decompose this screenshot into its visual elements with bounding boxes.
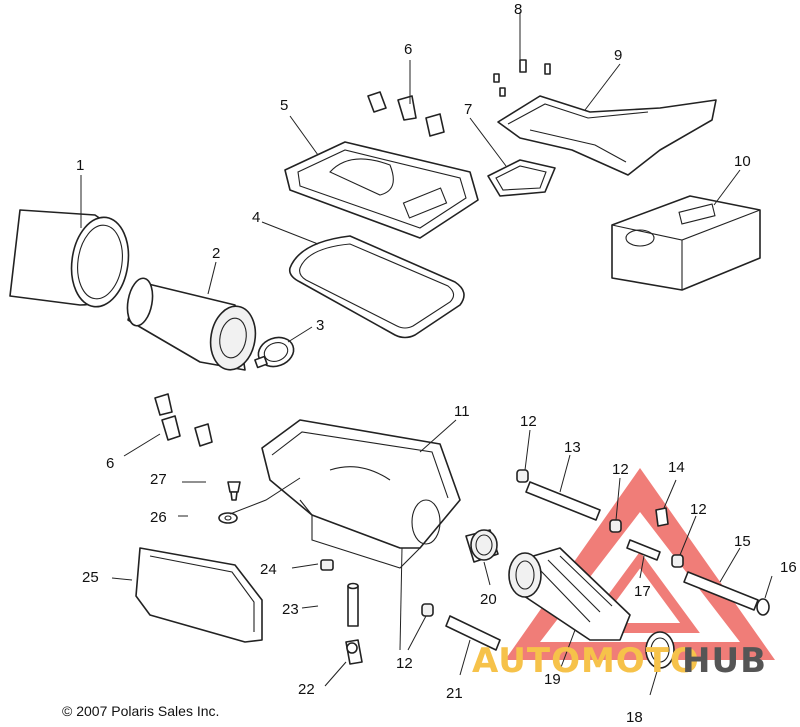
part-10-foam-block (611, 195, 761, 291)
part-21-tube (445, 615, 501, 651)
label-8: 8 (514, 1, 522, 18)
label-25: 25 (82, 569, 99, 586)
part-11-airbox-base (261, 419, 461, 569)
part-19-outlet-boot (508, 547, 631, 641)
label-18: 18 (626, 709, 643, 726)
label-6-top: 6 (404, 41, 412, 58)
label-12-b: 12 (612, 461, 629, 478)
part-26-washer (218, 512, 238, 524)
part-13-tube (525, 481, 601, 521)
part-14-clip (655, 507, 669, 527)
part-6-latches-top (367, 91, 445, 137)
part-18-clamp (645, 631, 675, 669)
part-5-airbox-cover (284, 141, 479, 239)
part-22-drain-valve (345, 639, 363, 665)
watermark-logo (505, 468, 775, 660)
label-12-a: 12 (520, 413, 537, 430)
part-2-air-filter (126, 277, 257, 371)
part-15-tube (683, 571, 759, 611)
label-10: 10 (734, 153, 751, 170)
part-6-latches-bottom (154, 393, 213, 447)
label-14: 14 (668, 459, 685, 476)
label-11: 11 (454, 403, 470, 420)
label-13: 13 (564, 439, 581, 456)
watermark-inner-triangle (580, 551, 700, 633)
label-12-c: 12 (690, 501, 707, 518)
part-24-plug (320, 559, 334, 571)
watermark-text-right: HUB (682, 641, 767, 681)
part-16-clamp (756, 598, 770, 616)
part-3-clamp (254, 336, 295, 369)
watermark-text: AUTOMOTO HUB (472, 641, 767, 681)
part-1-pre-filter (9, 209, 130, 308)
leader-lines (80, 12, 773, 696)
label-7: 7 (464, 101, 472, 118)
watermark-text-left: AUTOMOTO (472, 641, 700, 681)
part-23-drain-tube (347, 582, 359, 627)
copyright-text: © 2007 Polaris Sales Inc. (62, 703, 219, 719)
label-19: 19 (544, 671, 561, 688)
callout-labels: 1 2 3 4 5 6 6 7 8 9 10 11 12 12 12 12 13… (76, 1, 797, 726)
label-22: 22 (298, 681, 315, 698)
watermark-triangle (505, 468, 775, 660)
label-21: 21 (446, 685, 463, 702)
label-23: 23 (282, 601, 299, 618)
part-17-tube (626, 539, 661, 561)
label-1: 1 (76, 157, 84, 174)
part-9-intake-duct (497, 95, 717, 176)
part-4-gasket (288, 235, 465, 339)
part-8-screws (493, 59, 551, 97)
label-3: 3 (316, 317, 324, 334)
label-20: 20 (480, 591, 497, 608)
part-27-rivet (227, 481, 241, 501)
label-15: 15 (734, 533, 751, 550)
part-20-coupler (465, 529, 499, 563)
label-27: 27 (150, 471, 167, 488)
label-9: 9 (614, 47, 622, 64)
part-25-pad (135, 547, 263, 643)
label-6-bottom: 6 (106, 455, 114, 472)
part-12-grommets (421, 469, 684, 617)
part-7-intake-grille (487, 159, 556, 197)
label-17: 17 (634, 583, 651, 600)
label-4: 4 (252, 209, 260, 226)
label-26: 26 (150, 509, 167, 526)
label-2: 2 (212, 245, 220, 262)
label-5: 5 (280, 97, 288, 114)
label-24: 24 (260, 561, 277, 578)
label-12-d: 12 (396, 655, 413, 672)
label-16: 16 (780, 559, 797, 576)
